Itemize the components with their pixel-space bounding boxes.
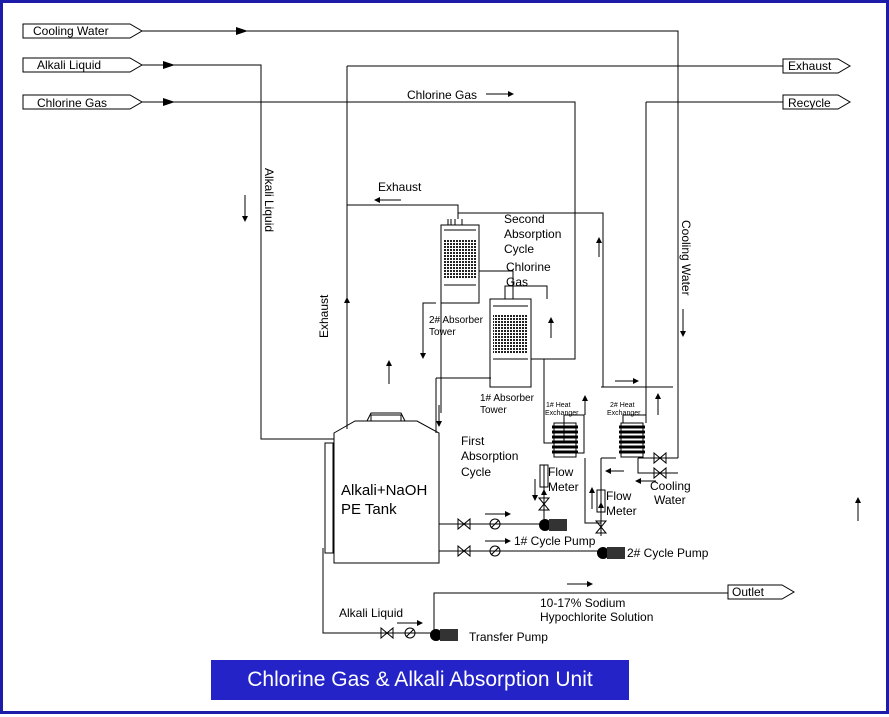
exhaust-output-tag (782, 58, 851, 74)
flow-meter-1-line-1: Flow (548, 465, 574, 479)
tank-line-2: PE Tank (341, 501, 397, 518)
transfer-pump (430, 629, 458, 641)
cycle-pump-2 (597, 547, 625, 559)
chlorine-gas-mid-line-2: Gas (506, 275, 528, 289)
cycle-pump-2-label: 2# Cycle Pump (627, 546, 709, 560)
flow-meter-1-line-2: Meter (548, 480, 579, 494)
second-cycle-line-3: Cycle (504, 242, 534, 256)
tower2-line-1: 2# Absorber (429, 315, 484, 326)
recycle-output-label: Recycle (788, 96, 831, 110)
cycle-pump-1 (539, 519, 567, 531)
cooling-water-lower-line-2: Water (654, 493, 686, 507)
pipelines (142, 30, 783, 634)
flow-meter-2 (596, 489, 606, 513)
tank-line-1: Alkali+NaOH (341, 482, 427, 499)
exhaust-upper-label: Exhaust (378, 180, 422, 194)
absorber-tower-2 (440, 219, 480, 304)
hx1-line-2: Exchanger (545, 410, 579, 417)
flow-meter-2-line-1: Flow (606, 489, 632, 503)
cycle-pump-1-label: 1# Cycle Pump (514, 534, 596, 548)
packing-2 (444, 239, 476, 279)
chlorine-gas-mid-line-1: Chlorine (506, 260, 551, 274)
process-diagram: Cooling Water Alkali Liquid Chlorine Gas… (22, 23, 861, 644)
cooling-water-lower-line-1: Cooling (650, 479, 691, 493)
diagram-title: Chlorine Gas & Alkali Absorption Unit (211, 660, 629, 700)
alkali-liquid-lower-label: Alkali Liquid (339, 606, 403, 620)
exhaust-output-label: Exhaust (788, 59, 832, 73)
solution-line-2: Hypochlorite Solution (540, 610, 653, 624)
tower2-line-2: Tower (429, 327, 456, 338)
pe-tank (324, 412, 440, 564)
first-cycle-line-1: First (461, 434, 485, 448)
chlorine-gas-top-label: Chlorine Gas (407, 88, 477, 102)
outlet-output-tag (727, 584, 795, 600)
heat-exchanger-1 (552, 422, 578, 458)
outlet-output-label: Outlet (732, 585, 765, 599)
hx2-line-1: 2# Heat (610, 402, 635, 409)
absorber-tower-1 (489, 298, 532, 388)
first-cycle-line-2: Absorption (461, 449, 518, 463)
solution-line-1: 10-17% Sodium (540, 596, 625, 610)
flow-meter-1 (539, 464, 549, 488)
flow-meter-2-line-2: Meter (606, 504, 637, 518)
chlorine-gas-input-tag (22, 94, 143, 110)
tower1-line-1: 1# Absorber (480, 393, 535, 404)
transfer-pump-label: Transfer Pump (469, 630, 548, 644)
hx2-line-2: Exchanger (607, 410, 641, 417)
alkali-liquid-vertical-label: Alkali Liquid (262, 168, 276, 232)
cooling-water-input-label: Cooling Water (33, 24, 109, 38)
packing-1 (493, 315, 528, 353)
cooling-water-input-tag (22, 23, 143, 39)
exhaust-vertical-label: Exhaust (317, 294, 331, 338)
recycle-output-tag (782, 94, 851, 110)
valves (380, 451, 667, 640)
chlorine-gas-input-label: Chlorine Gas (37, 96, 107, 110)
hx1-line-1: 1# Heat (546, 402, 571, 409)
second-cycle-line-1: Second (504, 212, 545, 226)
second-cycle-line-2: Absorption (504, 227, 561, 241)
first-cycle-line-3: Cycle (461, 465, 491, 479)
flow-arrows (163, 27, 861, 626)
alkali-liquid-input-tag (22, 57, 143, 73)
heat-exchanger-2 (619, 422, 645, 458)
cooling-water-vertical-label: Cooling Water (679, 220, 693, 296)
tower1-line-2: Tower (480, 405, 507, 416)
alkali-liquid-input-label: Alkali Liquid (37, 58, 101, 72)
